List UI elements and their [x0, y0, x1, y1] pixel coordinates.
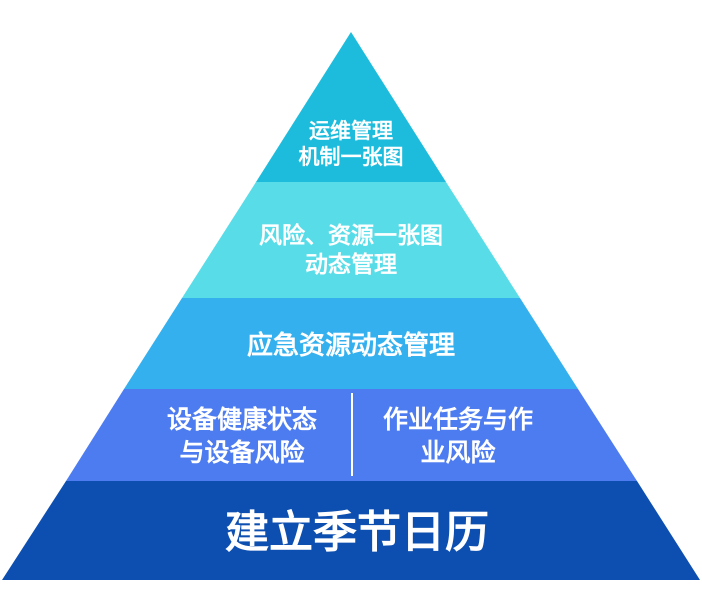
- tier-1-label-line-1: 运维管理: [309, 119, 393, 143]
- tier-4-left-label-line-1: 设备健康状态: [167, 405, 317, 434]
- tier-1-ops-mechanism: [256, 32, 446, 182]
- tier-2-label-line-2: 动态管理: [305, 251, 397, 278]
- tier-4-right-label-line-1: 作业任务与作: [383, 405, 533, 434]
- tier-2-risk-resource-map: [182, 182, 520, 298]
- tier-1-label-line-2: 机制一张图: [299, 145, 404, 169]
- tier-2-label-line-1: 风险、资源一张图: [259, 222, 443, 249]
- tier-5-seasonal-calendar: [2, 481, 700, 580]
- tier-3-label: 应急资源动态管理: [247, 330, 455, 361]
- tier-3-emergency-resources: [124, 298, 578, 389]
- tier-4-right-label-line-2: 业风险: [420, 438, 496, 467]
- tier-5-label: 建立季节日历: [225, 507, 489, 558]
- tier-4-left-label-line-2: 与设备风险: [179, 438, 305, 467]
